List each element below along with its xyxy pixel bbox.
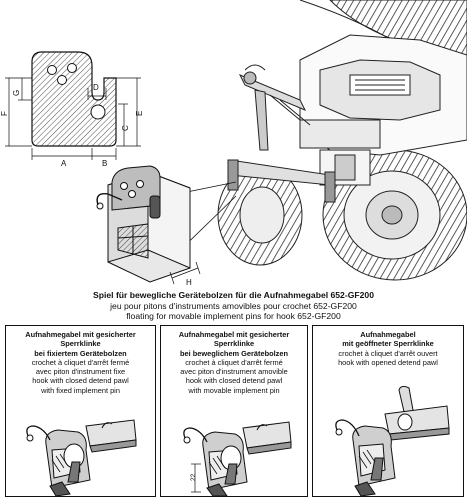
caption-german: Spiel für bewegliche Gerätebolzen für di… (93, 290, 374, 300)
panel-3-french-line-1: crochet à cliquet d'arrêt ouvert (338, 348, 438, 358)
dim-label-h: H (186, 278, 192, 287)
panel-1-hook-drawing (26, 419, 137, 496)
panel-2-english-line-1: hook with closed detend pawl (185, 376, 283, 386)
hook-illustration: A B C D E F G (0, 0, 467, 287)
hook-profile-section: A B C D E F G (0, 51, 144, 168)
panel-1-english-line-1: hook with closed detend pawl (32, 376, 129, 386)
tractor-drawing (217, 0, 467, 281)
panel-2-title-line-2: Sperrklinke (213, 339, 255, 349)
panel-movable-pin-text: Aufnahmegabel mit gesicherter Sperrklink… (161, 330, 307, 395)
panel-3-title-line-1: Aufnahmegabel (360, 330, 416, 339)
panel-2-hook-drawing: 22 (183, 421, 292, 496)
panel-1-title-line-1: Aufnahmegabel mit gesicherter (25, 330, 136, 339)
panel-2-french-line-2: avec piton d'instrument amovible (180, 367, 288, 377)
panel-1-english-line-2: with fixed implement pin (41, 385, 120, 395)
panel-1-title-line-3: bei fixiertem Gerätebolzen (34, 348, 127, 358)
dim-label-f: F (0, 111, 9, 116)
dim-label-b: B (102, 159, 107, 168)
panel-3-hook-drawing (335, 386, 450, 496)
panel-movable-pin: Aufnahmegabel mit gesicherter Sperrklink… (160, 325, 308, 497)
panel-open-pawl-text: Aufnahmegabel mit geöffneter Sperrklinke… (313, 330, 463, 367)
dim-label-d: D (93, 83, 99, 92)
panel-1-title-line-2: Sperrklinke (60, 339, 101, 349)
caption-french: jeu pour pitons d'instruments amovibles … (110, 300, 357, 311)
figure-caption: Spiel für bewegliche Gerätebolzen für di… (0, 290, 467, 322)
panel-1-french-line-1: crochet à cliquet d'arrêt fermé (31, 357, 130, 367)
panel-2-title-line-1: Aufnahmegabel mit gesicherter (178, 330, 290, 339)
dim-label-a: A (61, 159, 67, 168)
panel-open-pawl: Aufnahmegabel mit geöffneter Sperrklinke… (312, 325, 464, 497)
panel-3-title-line-2: mit geöffneter Sperrklinke (342, 339, 434, 349)
panel-2-english-line-2: with movable implement pin (188, 385, 280, 395)
dim-label-c: C (121, 125, 130, 131)
dim-label-e: E (135, 111, 144, 116)
panel-3-english-line-1: hook with opened detend pawl (338, 357, 438, 367)
hook-block-3d (96, 165, 237, 285)
panel-2-title-line-3: bei beweglichem Gerätebolzen (179, 348, 289, 358)
dim-label-g: G (12, 90, 21, 96)
panel-2-french-line-1: crochet à cliquet d'arrêt fermé (185, 357, 283, 367)
panel-1-french-line-2: avec piton d'instrument fixe (35, 367, 126, 377)
caption-english: floating for movable implement pins for … (126, 311, 341, 321)
panel-2-dimension-label: 22 (190, 473, 197, 481)
panel-fixed-pin: Aufnahmegabel mit gesicherter Sperrklink… (5, 325, 156, 497)
panel-fixed-pin-text: Aufnahmegabel mit gesicherter Sperrklink… (6, 330, 155, 395)
